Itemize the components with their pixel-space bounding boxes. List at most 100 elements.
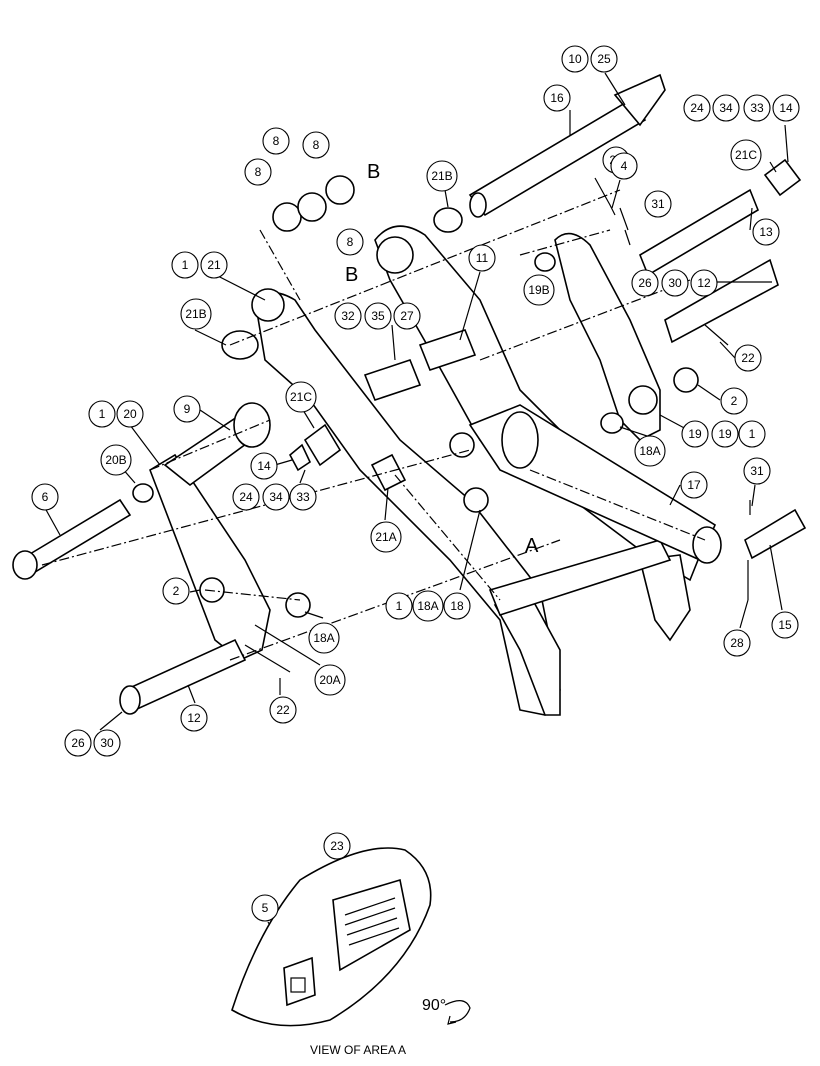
callout-2a: 2 xyxy=(720,387,748,415)
callout-14b: 14 xyxy=(250,452,278,480)
callout-number: 28 xyxy=(730,636,744,650)
callout-28: 28 xyxy=(723,629,751,657)
callout-number: 8 xyxy=(255,165,262,179)
callout-number: 11 xyxy=(476,251,489,265)
callout-21: 21 xyxy=(200,251,228,279)
callout-number: 21B xyxy=(185,307,206,321)
callout-number: 20B xyxy=(105,453,126,467)
callout-circle xyxy=(468,244,496,272)
callout-12b: 12 xyxy=(180,704,208,732)
callout-circle xyxy=(162,577,190,605)
callout-number: 34 xyxy=(719,101,733,115)
callout-number: 6 xyxy=(42,490,49,504)
callout-1c: 1 xyxy=(738,420,766,448)
callout-circle xyxy=(681,420,709,448)
callout-number: 18 xyxy=(450,599,464,613)
pin-15 xyxy=(744,508,807,560)
callout-number: 20 xyxy=(123,407,137,421)
callout-circle xyxy=(752,218,780,246)
callout-2b: 2 xyxy=(162,577,190,605)
callout-number: 9 xyxy=(184,402,191,416)
callout-circle xyxy=(171,251,199,279)
callout-bubbles: 10251624343314888821B2943121C131211119B2… xyxy=(31,45,800,922)
callout-number: 8 xyxy=(347,235,354,249)
callout-number: 1 xyxy=(99,407,106,421)
callout-21b-top: 21B xyxy=(426,160,458,192)
callout-21a: 21A xyxy=(370,521,402,553)
callout-circle xyxy=(610,152,638,180)
bushing-18a-right xyxy=(600,412,624,434)
centerline-d xyxy=(229,189,621,346)
view-caption: VIEW OF AREA A xyxy=(310,1043,406,1057)
callout-circle xyxy=(720,387,748,415)
pin-6-head xyxy=(12,550,38,580)
callout-number: 8 xyxy=(313,138,320,152)
bushing-19b xyxy=(534,252,556,272)
callout-circle xyxy=(543,84,571,112)
boss-9-end xyxy=(233,402,271,448)
callout-number: 18A xyxy=(417,599,438,613)
callout-number: 12 xyxy=(697,276,711,290)
callout-circle xyxy=(244,158,272,186)
callout-34a: 34 xyxy=(712,94,740,122)
callout-21b-left: 21B xyxy=(180,298,212,330)
callout-circle xyxy=(690,269,718,297)
plate-21c-left xyxy=(303,423,342,467)
view-a-outline xyxy=(231,847,432,1027)
callout-circle xyxy=(269,696,297,724)
callout-12a: 12 xyxy=(690,269,718,297)
shim-8c xyxy=(325,175,355,205)
callout-23: 23 xyxy=(323,832,351,860)
callout-number: 4 xyxy=(621,159,628,173)
callout-30b: 30 xyxy=(93,729,121,757)
callout-27: 27 xyxy=(393,302,421,330)
callout-number: 19B xyxy=(528,283,549,297)
callout-4: 4 xyxy=(610,152,638,180)
callout-number: 31 xyxy=(750,464,764,478)
callout-number: 30 xyxy=(668,276,682,290)
callout-11: 11 xyxy=(468,244,496,272)
callout-19b: 19B xyxy=(523,274,555,306)
callout-circle xyxy=(180,704,208,732)
callout-number: 12 xyxy=(187,711,201,725)
callout-circle xyxy=(412,590,444,622)
rotation-arrow-icon xyxy=(444,1000,471,1023)
callout-number: 1 xyxy=(749,427,756,441)
plate-14 xyxy=(288,443,312,472)
callout-31a: 31 xyxy=(644,190,672,218)
callout-circle xyxy=(370,521,402,553)
callout-circle xyxy=(738,420,766,448)
callout-20: 20 xyxy=(116,400,144,428)
section-label-b-lower: B xyxy=(345,264,358,286)
callout-number: 22 xyxy=(276,703,290,717)
callout-19c: 19 xyxy=(711,420,739,448)
callout-number: 26 xyxy=(638,276,652,290)
washer-2-right xyxy=(673,367,699,393)
callout-35: 35 xyxy=(364,302,392,330)
cylinder-17-rod-end xyxy=(692,526,722,564)
eye-main xyxy=(449,432,475,458)
bushing-21b-top xyxy=(433,207,463,233)
callout-number: 31 xyxy=(651,197,665,211)
callout-number: 16 xyxy=(550,91,564,105)
callout-number: 25 xyxy=(597,52,611,66)
callout-circle xyxy=(262,127,290,155)
callout-circle xyxy=(232,483,260,511)
centerline-g xyxy=(479,279,691,361)
callout-number: 1 xyxy=(396,599,403,613)
callout-6: 6 xyxy=(31,483,59,511)
decal-5-symbol xyxy=(290,977,306,993)
callout-number: 34 xyxy=(269,490,283,504)
callout-21c-left: 21C xyxy=(285,381,317,413)
centerline-c xyxy=(204,589,301,601)
hinge-plate-32 xyxy=(363,359,422,401)
cylinder-17-end xyxy=(501,411,539,469)
callout-number: 33 xyxy=(296,490,310,504)
callout-number: 19 xyxy=(718,427,732,441)
callout-circle xyxy=(308,622,340,654)
callout-number: 1 xyxy=(182,258,189,272)
centerline-e xyxy=(259,229,301,301)
callout-circle xyxy=(644,190,672,218)
hook-tooth-right xyxy=(639,554,691,642)
